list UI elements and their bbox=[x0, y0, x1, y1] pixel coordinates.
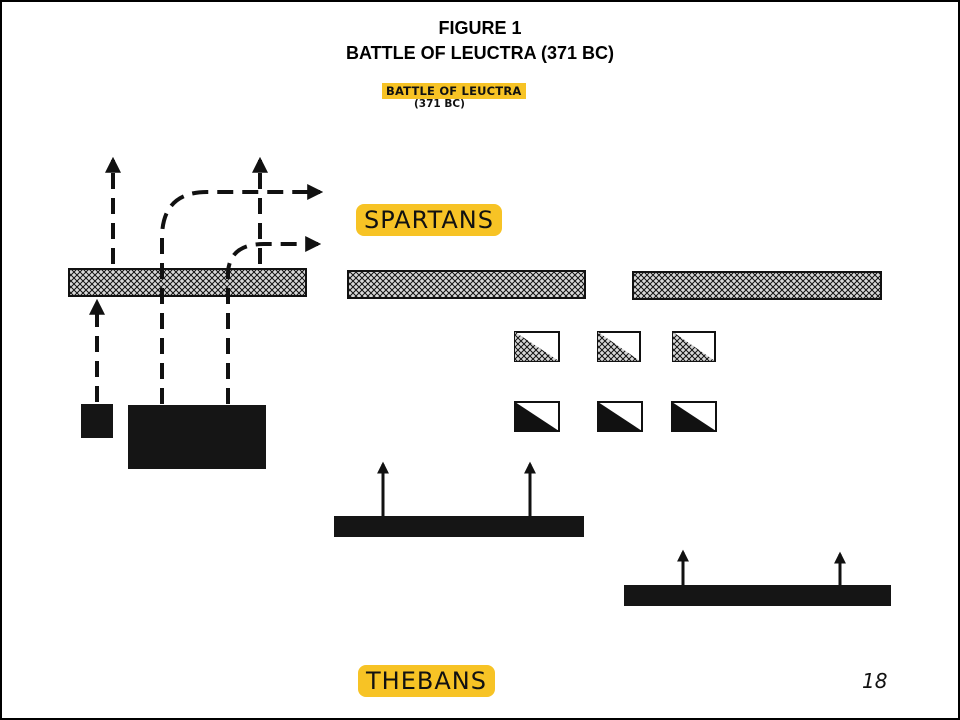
spartan-line-center bbox=[347, 270, 586, 299]
theban-line-center bbox=[334, 516, 584, 537]
half-hatched-square bbox=[672, 331, 716, 362]
spartan-allied-units-row1 bbox=[514, 331, 716, 362]
half-black-square bbox=[597, 401, 643, 432]
half-black-square bbox=[671, 401, 717, 432]
half-hatched-square bbox=[514, 331, 560, 362]
spartans-label: SPARTANS bbox=[356, 204, 502, 236]
theban-sacred-band-block bbox=[81, 404, 113, 438]
thebans-label: THEBANS bbox=[358, 665, 495, 697]
wheel-path-upper bbox=[160, 184, 324, 404]
theban-line-right bbox=[624, 585, 891, 606]
page-number: 18 bbox=[862, 669, 888, 693]
allied-units-row2 bbox=[514, 401, 717, 432]
half-hatched-square bbox=[597, 331, 641, 362]
attack-movements bbox=[89, 156, 324, 404]
drawing-title: BATTLE OF LEUCTRA bbox=[382, 83, 526, 99]
wheel-path-lower bbox=[226, 236, 322, 404]
half-black-square bbox=[514, 401, 560, 432]
spartan-line-right bbox=[632, 271, 882, 300]
figure-title: BATTLE OF LEUCTRA (371 BC) bbox=[346, 43, 614, 63]
theban-advance-arrows bbox=[377, 461, 846, 585]
figure-number: FIGURE 1 bbox=[438, 18, 522, 38]
spartan-line-left bbox=[68, 268, 307, 297]
theban-deep-column-block bbox=[128, 405, 266, 469]
drawing-date: (371 BC) bbox=[414, 98, 465, 110]
